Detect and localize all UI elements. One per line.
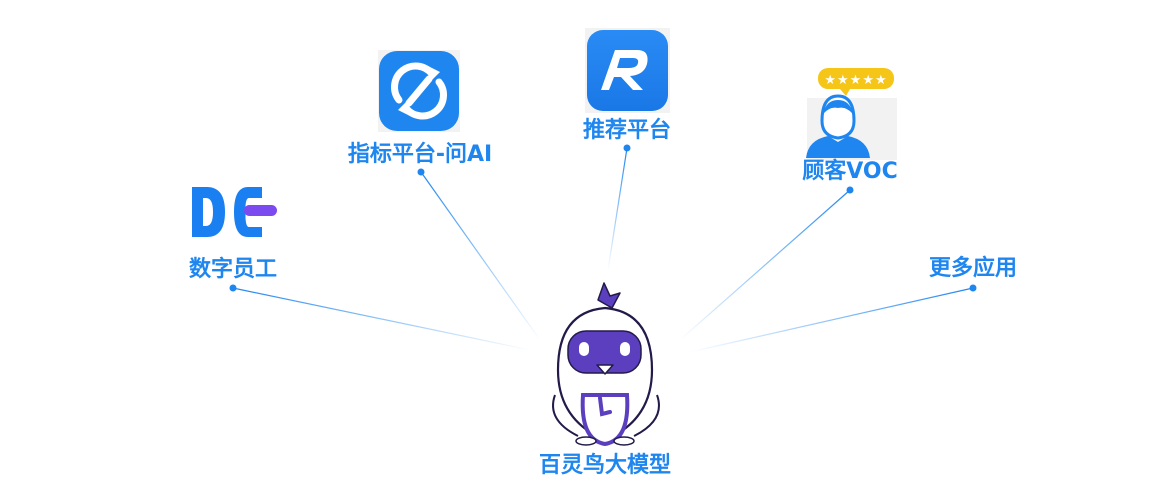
mascot-bird-icon bbox=[552, 282, 660, 447]
node-dot-recommend-platform bbox=[623, 144, 631, 152]
node-label-customer-voc: 顾客VOC bbox=[802, 159, 898, 184]
connector-customer-voc bbox=[679, 189, 851, 341]
node-dot-metrics-platform bbox=[417, 168, 425, 176]
connector-more-apps bbox=[689, 287, 974, 353]
connector-digital-employee bbox=[232, 287, 531, 351]
node-dot-customer-voc bbox=[846, 186, 854, 194]
customer-rating-icon: ★★★★★ bbox=[806, 68, 897, 160]
node-dot-digital-employee bbox=[229, 284, 237, 292]
connector-recommend-platform bbox=[607, 147, 628, 271]
node-dot-more-apps bbox=[969, 284, 977, 292]
connector-metrics-platform bbox=[420, 171, 541, 341]
de-logo-icon bbox=[192, 187, 277, 237]
node-label-digital-employee: 数字员工 bbox=[188, 257, 278, 282]
svg-text:★★★★★: ★★★★★ bbox=[824, 73, 887, 88]
node-label-recommend-platform: 推荐平台 bbox=[582, 118, 672, 143]
node-label-more-apps: 更多应用 bbox=[928, 256, 1018, 281]
sync-arrows-icon bbox=[378, 50, 460, 132]
hub-label: 百灵鸟大模型 bbox=[538, 453, 672, 478]
node-label-metrics-platform: 指标平台-问AI bbox=[347, 142, 493, 167]
r-logo-icon bbox=[585, 28, 670, 113]
